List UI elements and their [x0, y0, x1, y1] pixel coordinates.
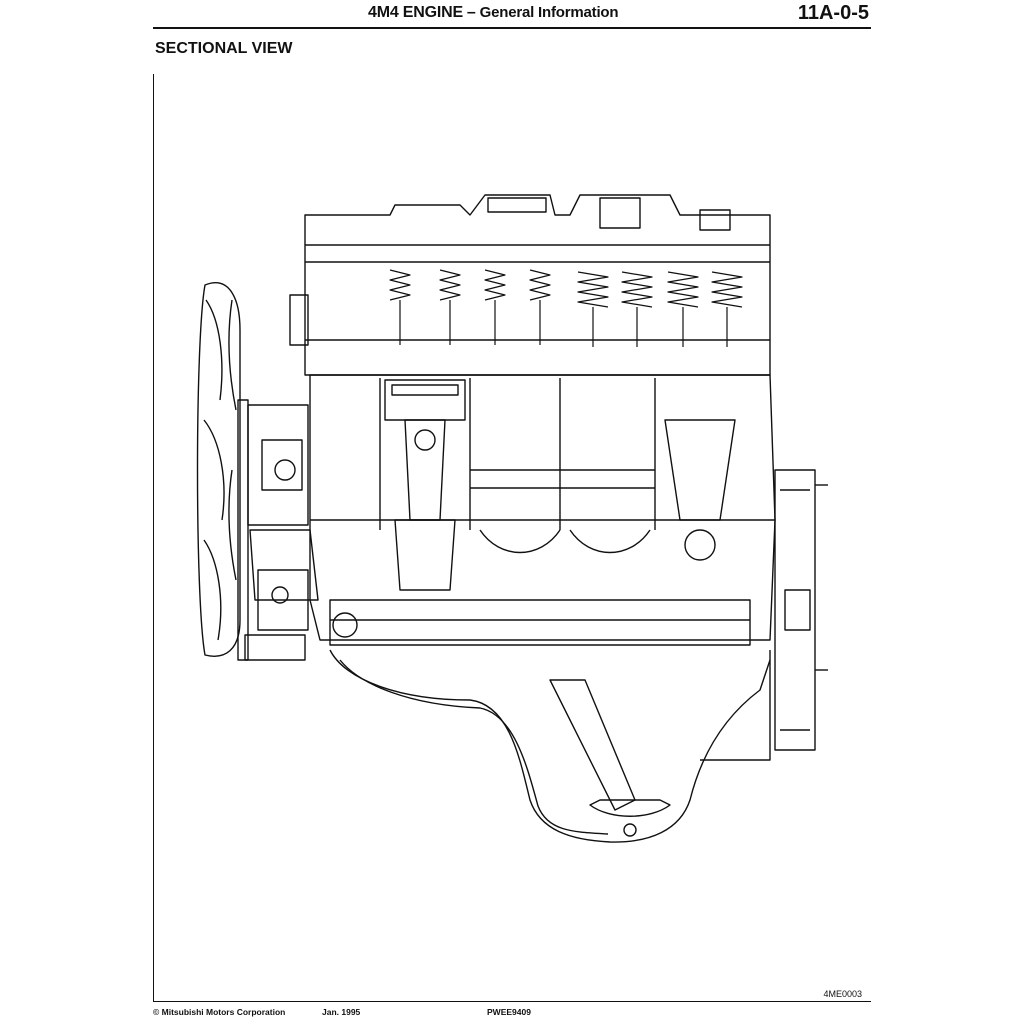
footer-date: Jan. 1995 [322, 1007, 361, 1017]
section-heading: SECTIONAL VIEW [155, 40, 293, 57]
flywheel [775, 470, 828, 750]
footer-publication-code: PWEE9409 [487, 1007, 531, 1017]
water-pump-assembly [245, 405, 318, 660]
header-title-main: 4M4 ENGINE [368, 4, 463, 21]
header-title-sub: General Information [479, 4, 619, 21]
header-rule [153, 27, 871, 29]
page-number: 11A-0-5 [797, 2, 869, 24]
figure-frame [153, 74, 872, 1001]
piston-connecting-rod [385, 380, 735, 590]
crankshaft [330, 530, 750, 645]
figure-id: 4ME0003 [823, 989, 862, 999]
cooling-fan [198, 283, 249, 660]
oil-pan [330, 650, 770, 842]
cylinder-block [310, 375, 775, 640]
footer-copyright: © Mitsubishi Motors Corporation [153, 1007, 286, 1017]
header-title-separator: – [466, 4, 476, 21]
cylinder-head [290, 195, 770, 375]
header-title: 4M4 ENGINE–General Information [368, 4, 619, 22]
footer-rule [153, 1001, 871, 1002]
oil-strainer [550, 680, 670, 836]
valve-springs [390, 270, 742, 347]
